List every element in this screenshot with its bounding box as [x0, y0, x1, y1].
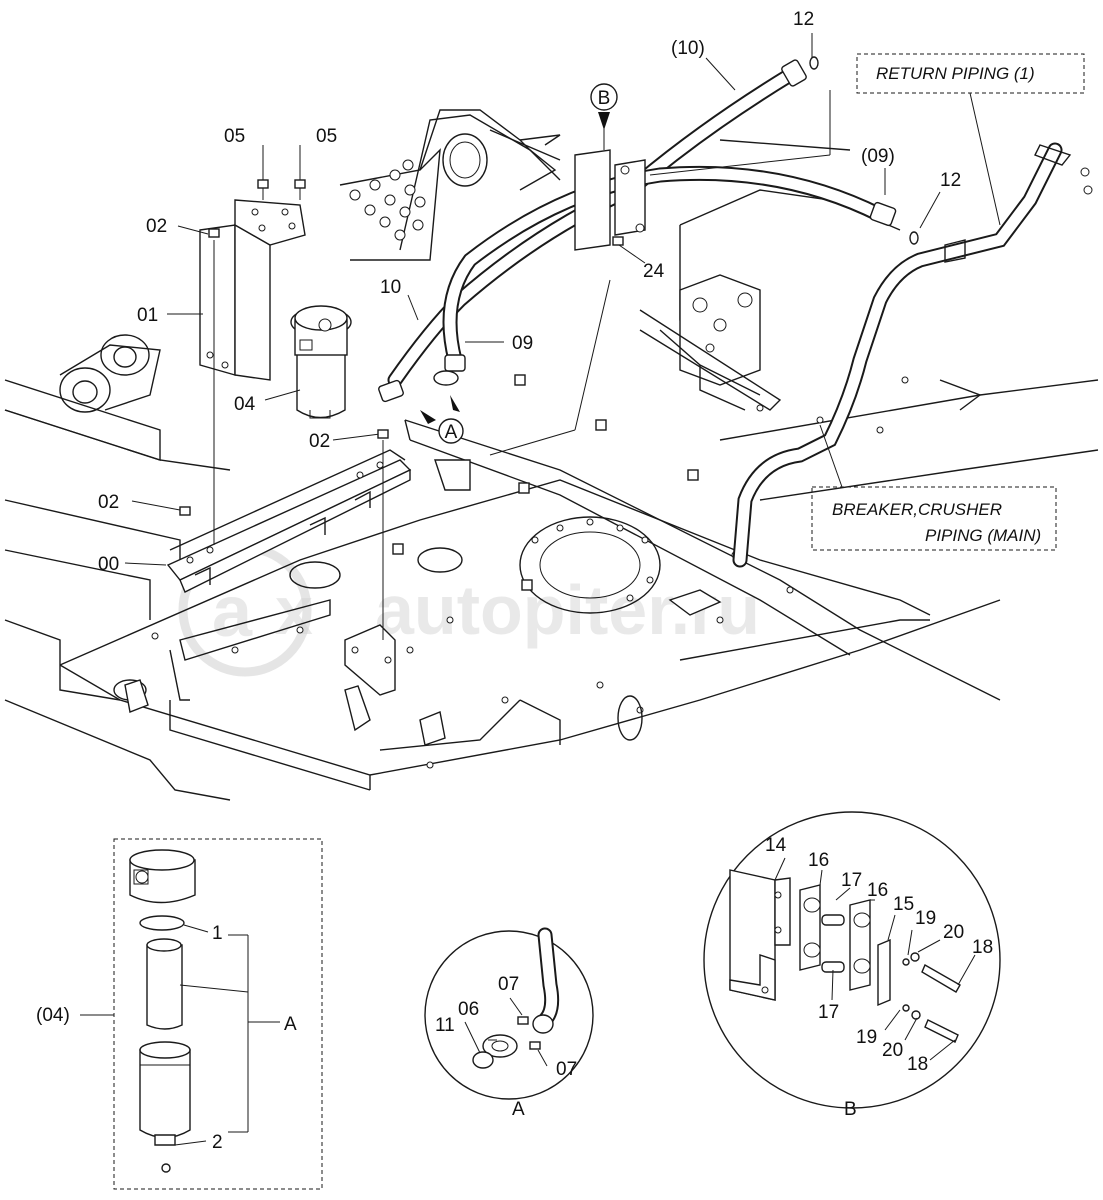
label-05a: 05 — [224, 126, 245, 147]
filter-label-group: A — [284, 1014, 297, 1035]
detail-b-label-19a: 19 — [915, 908, 936, 929]
note-return-piping: RETURN PIPING (1) — [876, 64, 1035, 83]
main-part-labels: 05 05 02 01 04 02 02 00 10 09 24 (10) 12… — [98, 9, 1041, 575]
svg-text:a: a — [212, 572, 253, 652]
detail-b-label-19b: 19 — [856, 1027, 877, 1048]
label-09-paren: (09) — [861, 146, 895, 167]
label-12a: 12 — [793, 9, 814, 30]
detail-b-label-16a: 16 — [808, 850, 829, 871]
filter-label-ref: (04) — [36, 1005, 70, 1026]
detail-b-label-20a: 20 — [943, 922, 964, 943]
label-02a: 02 — [146, 216, 167, 237]
detail-b-title: B — [844, 1099, 857, 1120]
hose-10 — [387, 67, 798, 388]
filter-detail-frame — [113, 838, 323, 1190]
label-04: 04 — [234, 394, 256, 415]
label-10-paren: (10) — [671, 38, 705, 59]
label-09: 09 — [512, 333, 533, 354]
hose-clamp — [574, 149, 646, 251]
detail-b-label-15: 15 — [893, 894, 914, 915]
label-05b: 05 — [316, 126, 337, 147]
detail-a-title: A — [512, 1099, 525, 1120]
label-01: 01 — [137, 305, 158, 326]
return-pipe — [732, 142, 1093, 568]
filter-detail: 1 2 A (04) — [36, 849, 297, 1173]
detail-b-label-17b: 17 — [818, 1002, 839, 1023]
detail-b: 14 16 17 16 15 19 20 18 17 19 20 18 B — [703, 811, 1001, 1120]
return-filter — [290, 305, 352, 419]
detail-b-label-16b: 16 — [867, 880, 888, 901]
filter-label-1: 1 — [212, 923, 223, 944]
filter-bracket — [199, 199, 306, 381]
detail-a-label-07a: 07 — [498, 974, 519, 995]
label-02b: 02 — [309, 431, 330, 452]
marker-b: B — [590, 83, 618, 130]
label-02c: 02 — [98, 492, 119, 513]
svg-text:x: x — [275, 573, 313, 649]
hose-09 — [442, 165, 888, 368]
bolts — [179, 56, 919, 516]
watermark: a x autopiter.ru — [178, 543, 760, 677]
boom-bracket — [339, 109, 561, 261]
clips — [124, 374, 722, 746]
hose-fittings — [378, 59, 897, 403]
detail-b-label-18b: 18 — [907, 1054, 928, 1075]
detail-a-label-07b: 07 — [556, 1059, 577, 1080]
detail-b-label-20b: 20 — [882, 1040, 903, 1061]
detail-b-label-17a: 17 — [841, 870, 862, 891]
label-24: 24 — [643, 261, 665, 282]
marker-a: A — [420, 395, 464, 444]
detail-a: 07 06 11 07 A — [424, 927, 594, 1120]
label-12b: 12 — [940, 170, 961, 191]
detail-b-label-18a: 18 — [972, 937, 993, 958]
svg-text:A: A — [445, 422, 458, 443]
label-00: 00 — [98, 554, 119, 575]
label-10: 10 — [380, 277, 401, 298]
lower-bracket — [166, 449, 412, 696]
detail-a-label-06: 06 — [458, 999, 479, 1020]
detail-a-label-11: 11 — [435, 1015, 455, 1036]
svg-text:B: B — [598, 88, 611, 109]
valve-block — [639, 274, 782, 412]
detail-b-label-14: 14 — [765, 835, 787, 856]
leader-lines — [124, 33, 1001, 640]
note-breaker-line2: PIPING (MAIN) — [925, 526, 1041, 545]
breaker-piping-frame — [811, 486, 1057, 551]
note-breaker-line1: BREAKER,CRUSHER — [832, 500, 1002, 519]
filter-label-2: 2 — [212, 1132, 223, 1153]
